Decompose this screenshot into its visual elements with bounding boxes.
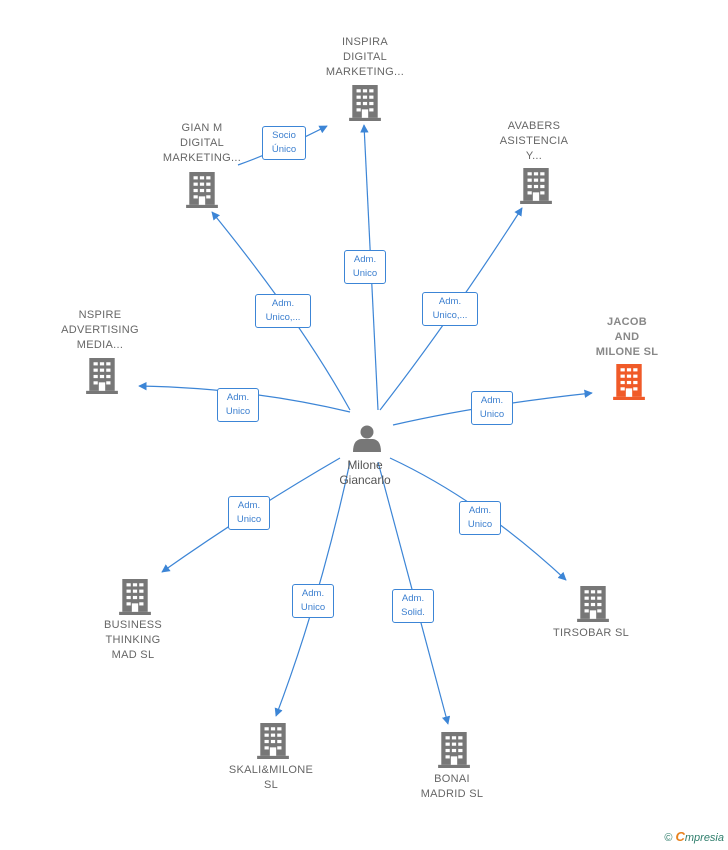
role-badge-gianm[interactable]: Adm. Unico,... bbox=[255, 294, 311, 328]
company-label-jacob[interactable]: JACOB AND MILONE SL bbox=[595, 316, 659, 358]
building-icon-nspire[interactable] bbox=[86, 358, 118, 394]
building-icon-jacob[interactable] bbox=[613, 364, 645, 400]
person-name-label[interactable]: Milone Giancarlo bbox=[339, 458, 391, 487]
company-label-inspira[interactable]: INSPIRA DIGITAL MARKETING... bbox=[325, 36, 405, 78]
building-icon-avabers[interactable] bbox=[520, 168, 552, 204]
role-badge-inspira[interactable]: Adm. Unico bbox=[344, 250, 386, 284]
building-icon-skali[interactable] bbox=[257, 723, 289, 759]
building-icon-business[interactable] bbox=[119, 579, 151, 615]
role-badge-business[interactable]: Adm. Unico bbox=[228, 496, 270, 530]
role-badge-gianm-inspira[interactable]: Socio Único bbox=[262, 126, 306, 160]
role-badge-bonai[interactable]: Adm. Solid. bbox=[392, 589, 434, 623]
person-icon[interactable] bbox=[353, 425, 381, 453]
building-icon-inspira[interactable] bbox=[349, 85, 381, 121]
role-badge-avabers[interactable]: Adm. Unico,... bbox=[422, 292, 478, 326]
brand-logo: © Cmpresia bbox=[664, 829, 724, 844]
role-badge-jacob[interactable]: Adm. Unico bbox=[471, 391, 513, 425]
company-label-skali[interactable]: SKALI&MILONE SL bbox=[228, 764, 314, 791]
role-badge-tirsobar[interactable]: Adm. Unico bbox=[459, 501, 501, 535]
building-icon-tirsobar[interactable] bbox=[577, 586, 609, 622]
company-label-avabers[interactable]: AVABERS ASISTENCIA Y... bbox=[499, 120, 569, 162]
company-label-gianm[interactable]: GIAN M DIGITAL MARKETING... bbox=[162, 122, 242, 164]
company-label-nspire[interactable]: NSPIRE ADVERTISING MEDIA... bbox=[61, 309, 139, 351]
role-badge-nspire[interactable]: Adm. Unico bbox=[217, 388, 259, 422]
company-label-tirsobar[interactable]: TIRSOBAR SL bbox=[552, 627, 630, 639]
building-icon-bonai[interactable] bbox=[438, 732, 470, 768]
company-label-business[interactable]: BUSINESS THINKING MAD SL bbox=[103, 619, 163, 661]
company-label-bonai[interactable]: BONAI MADRID SL bbox=[420, 773, 484, 800]
building-icon-gianm[interactable] bbox=[186, 172, 218, 208]
role-badge-skali[interactable]: Adm. Unico bbox=[292, 584, 334, 618]
